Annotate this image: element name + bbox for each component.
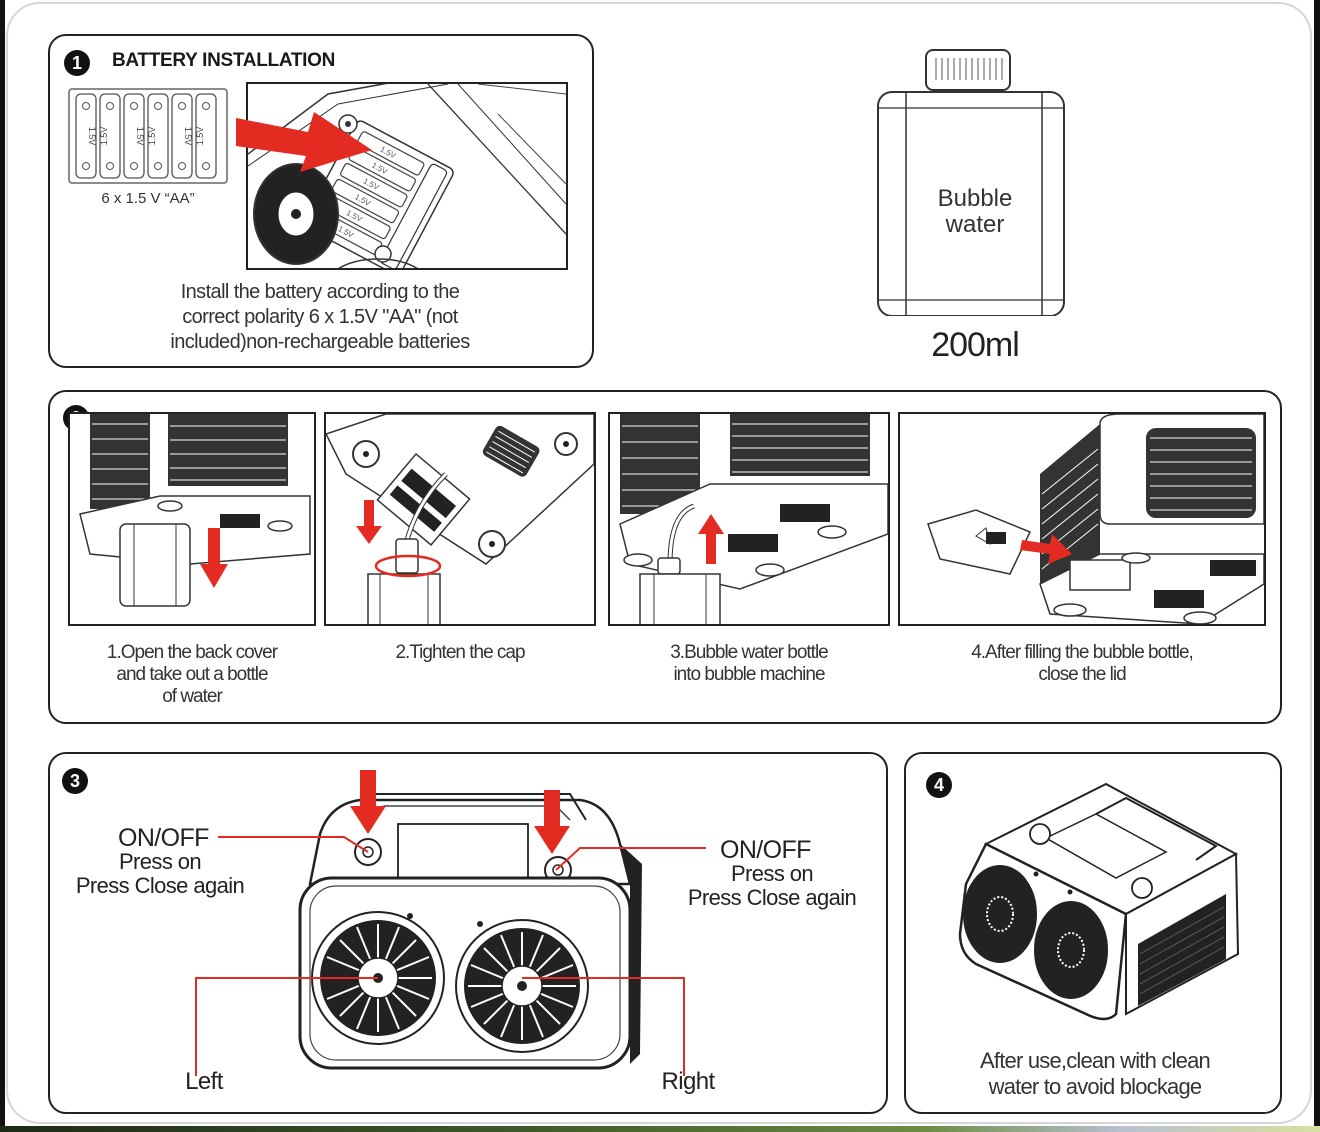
frame-left-edge: [0, 0, 5, 1132]
step-1-caption: 1.Open the back cover and take out a bot…: [68, 642, 316, 708]
step-2-caption: 2.Tighten the cap: [324, 642, 596, 664]
caption-line: After use,clean with clean: [980, 1048, 1211, 1073]
battery-label: 1.5V: [183, 127, 193, 146]
battery-label: 1.5V: [135, 127, 145, 146]
battery-pack-illustration: 1.5V 1.5V 1.5V 1.5V 1.5V 1.5V: [68, 88, 228, 184]
battery-installation-panel: 1 BATTERY INSTALLATION 1.5V 1.5V 1.5V: [48, 34, 594, 368]
red-arrow-down-icon: [356, 500, 382, 544]
battery-pack-label: 6 x 1.5 V “AA”: [101, 190, 195, 207]
callout-lines: [195, 836, 706, 1076]
step-3-caption: 3.Bubble water bottle into bubble machin…: [608, 642, 890, 686]
switch-instruction: Press on: [118, 849, 202, 874]
caption-line: 3.Bubble water bottle: [670, 642, 829, 663]
battery-compartment-illustration: 1.5V 1.5V 1.5V 1.5V 1.5V 1.5V: [246, 82, 568, 270]
cleaning-panel: 4 After use,clean with clean: [904, 752, 1282, 1114]
caption-line: close the lid: [1038, 664, 1126, 685]
caption-line: of water: [162, 686, 223, 707]
battery-label: 1.5V: [147, 127, 157, 146]
caption-line: water to avoid blockage: [988, 1074, 1203, 1099]
red-arrow-down-icon: [534, 790, 570, 854]
bubble-water-steps-panel: 2 1.Open the back cover and take out a b…: [48, 390, 1282, 724]
caption-line: 2.Tighten the cap: [395, 642, 525, 663]
switch-instruction: Press Close again: [75, 873, 245, 898]
caption-line: and take out a bottle: [116, 664, 268, 685]
rotate-arrow-icon: [374, 554, 442, 578]
right-switch-label: ON/OFF Press on Press Close again: [682, 838, 862, 910]
battery-label: 1.5V: [99, 127, 109, 146]
battery-pack-icon: 1.5V 1.5V 1.5V 1.5V 1.5V 1.5V: [68, 88, 228, 184]
battery-label: 1.5V: [195, 127, 205, 146]
bottle-label-line: Bubble: [937, 185, 1013, 212]
step-number-badge: 4: [926, 772, 952, 798]
red-arrow-down-icon: [350, 770, 386, 834]
instruction-line: correct polarity 6 x 1.5V "AA" (not: [182, 306, 458, 328]
right-outlet-label: Right: [661, 1068, 715, 1095]
section-title: BATTERY INSTALLATION: [112, 50, 336, 71]
step-number-badge: 3: [62, 768, 88, 794]
red-arrow-right-icon: [1020, 534, 1072, 564]
frame-bottom-edge: [0, 1126, 1320, 1132]
instruction-line: Install the battery according to the: [180, 281, 460, 303]
left-switch-label: ON/OFF Press on Press Close again: [70, 826, 250, 898]
frame-right-edge: [1314, 0, 1320, 1132]
switch-title: ON/OFF: [720, 836, 811, 864]
cleaning-instruction: After use,clean with clean water to avoi…: [926, 1048, 1264, 1100]
red-arrow-icon: [236, 112, 372, 172]
battery-instruction: Install the battery according to the cor…: [90, 280, 550, 355]
left-outlet-label: Left: [185, 1068, 223, 1095]
step-number-badge: 1: [64, 50, 90, 76]
caption-line: into bubble machine: [673, 664, 825, 685]
bubble-machine-iso-illustration: [958, 782, 1240, 1021]
step-4-caption: 4.After filling the bubble bottle, close…: [898, 642, 1266, 686]
bubble-water-bottle: Bubble water 200ml: [870, 46, 1066, 366]
instruction-line: included)non-rechargeable batteries: [170, 331, 470, 353]
step-4-illustration: [898, 412, 1266, 626]
battery-label: 1.5V: [87, 127, 97, 146]
switch-instruction: Press Close again: [687, 885, 857, 910]
bottle-label-line: water: [945, 211, 1005, 238]
red-arrow-up-icon: [698, 514, 724, 564]
step-2-illustration: [324, 412, 596, 626]
step-1-illustration: [68, 412, 316, 626]
bottle-icon: [877, 49, 1065, 316]
step-3-illustration: [608, 412, 890, 626]
red-arrow-down-icon: [200, 528, 228, 588]
bottle-volume: 200ml: [931, 326, 1020, 364]
switch-title: ON/OFF: [118, 824, 209, 852]
switch-instruction: Press on: [730, 861, 814, 886]
caption-line: 4.After filling the bubble bottle,: [971, 642, 1194, 663]
bottle-label: Bubble water: [900, 186, 1050, 238]
power-switch-panel: 3: [48, 752, 888, 1114]
instruction-sheet: 1 BATTERY INSTALLATION 1.5V 1.5V 1.5V: [6, 2, 1312, 1124]
caption-line: 1.Open the back cover: [106, 642, 278, 663]
